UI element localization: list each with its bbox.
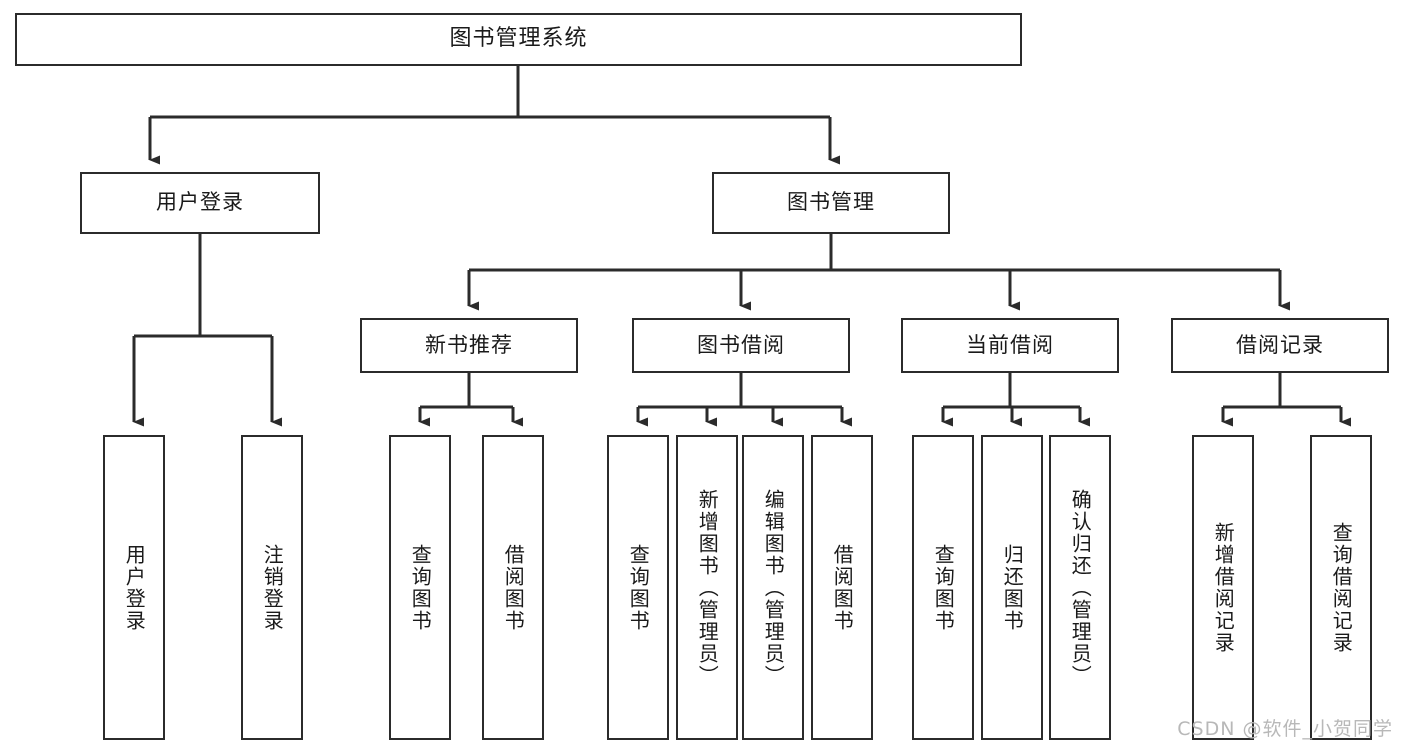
node-label: 查询图书 <box>408 543 433 632</box>
leaf-borrow-query-book[interactable]: 查询图书 <box>607 435 669 740</box>
leaf-user-login[interactable]: 用户登录 <box>103 435 165 740</box>
node-label: 新增借阅记录 <box>1211 521 1236 654</box>
leaf-current-confirm-return[interactable]: 确认归还（管理员） <box>1049 435 1111 740</box>
node-root-system[interactable]: 图书管理系统 <box>15 13 1022 66</box>
node-label: 当前借阅 <box>966 332 1054 357</box>
leaf-current-return-book[interactable]: 归还图书 <box>981 435 1043 740</box>
node-label: 借阅记录 <box>1236 332 1324 357</box>
node-new-book-recommend[interactable]: 新书推荐 <box>360 318 578 373</box>
node-label: 查询图书 <box>931 543 956 632</box>
node-label: 编辑图书（管理员） <box>761 488 786 687</box>
node-label: 用户登录 <box>122 543 147 632</box>
leaf-current-query-book[interactable]: 查询图书 <box>912 435 974 740</box>
leaf-newbook-query-book[interactable]: 查询图书 <box>389 435 451 740</box>
node-book-management[interactable]: 图书管理 <box>712 172 950 234</box>
leaf-record-query-record[interactable]: 查询借阅记录 <box>1310 435 1372 740</box>
node-label: 图书借阅 <box>697 332 785 357</box>
node-label: 查询借阅记录 <box>1329 521 1354 654</box>
node-borrow-record[interactable]: 借阅记录 <box>1171 318 1389 373</box>
node-label: 借阅图书 <box>830 543 855 632</box>
node-label: 图书管理系统 <box>449 26 588 52</box>
leaf-record-add-record[interactable]: 新增借阅记录 <box>1192 435 1254 740</box>
leaf-newbook-borrow-book[interactable]: 借阅图书 <box>482 435 544 740</box>
node-label: 新书推荐 <box>425 332 513 357</box>
node-label: 新增图书（管理员） <box>695 488 720 687</box>
node-current-borrow[interactable]: 当前借阅 <box>901 318 1119 373</box>
node-label: 查询图书 <box>626 543 651 632</box>
node-book-borrow[interactable]: 图书借阅 <box>632 318 850 373</box>
leaf-borrow-edit-book[interactable]: 编辑图书（管理员） <box>742 435 804 740</box>
node-user-login[interactable]: 用户登录 <box>80 172 320 234</box>
node-label: 借阅图书 <box>501 543 526 632</box>
leaf-borrow-add-book[interactable]: 新增图书（管理员） <box>676 435 738 740</box>
node-label: 确认归还（管理员） <box>1068 488 1093 687</box>
node-label: 用户登录 <box>156 190 244 215</box>
leaf-user-logout[interactable]: 注销登录 <box>241 435 303 740</box>
leaf-borrow-borrow-book[interactable]: 借阅图书 <box>811 435 873 740</box>
node-label: 注销登录 <box>260 543 285 632</box>
node-label: 图书管理 <box>787 190 875 215</box>
node-label: 归还图书 <box>1000 543 1025 632</box>
